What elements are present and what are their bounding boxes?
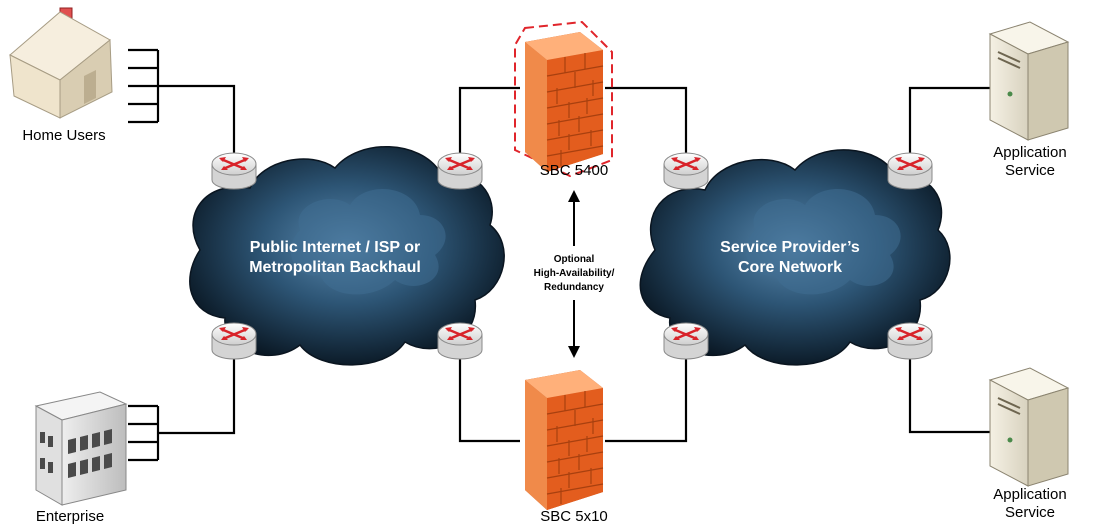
- app-service-bottom-line2: Service: [1004, 504, 1056, 521]
- right-cloud-line1: Service Provider’s: [720, 239, 860, 256]
- right-cloud-line2: Core Network: [737, 259, 843, 276]
- ha-label: Optional High-Availability/ Redundancy: [514, 253, 634, 295]
- ha-label-line3: Redundancy: [543, 282, 604, 293]
- right-cloud-to-server-top: [908, 86, 990, 170]
- ha-label-line2: High-Availability/: [533, 268, 615, 279]
- router-app-bottom-icon: [887, 322, 933, 360]
- enterprise-building-icon: [34, 391, 128, 506]
- router-right-cloud-top-icon: [663, 152, 709, 190]
- enterprise-to-router-line: [158, 340, 236, 435]
- enterprise-port-lines: [128, 404, 160, 462]
- router-left-cloud-top-icon: [437, 152, 483, 190]
- sbc-bottom-to-right-cloud: [605, 345, 688, 443]
- left-cloud-line1: Public Internet / ISP or: [249, 239, 421, 256]
- application-server-bottom-icon: [988, 367, 1070, 487]
- router-left-cloud-bottom-icon: [437, 322, 483, 360]
- right-cloud: [639, 149, 951, 366]
- home-users-house-icon: [9, 7, 113, 119]
- sbc-top-firewall-icon: [525, 32, 604, 172]
- ha-highlight-outline: [514, 20, 613, 178]
- sbc-bottom-label: SBC 5x10: [540, 508, 608, 525]
- right-cloud-label: Service Provider’s Core Network: [680, 238, 900, 278]
- left-cloud-to-sbc-top: [458, 86, 520, 170]
- connection-lines: [128, 48, 990, 462]
- router-app-top-icon: [887, 152, 933, 190]
- left-cloud-line2: Metropolitan Backhaul: [249, 259, 421, 276]
- app-service-bottom-line1: Application: [993, 486, 1067, 503]
- app-service-bottom-label: Application Service: [975, 486, 1085, 522]
- home-users-label: Home Users: [22, 127, 106, 144]
- router-home-icon: [211, 152, 257, 190]
- sbc-bottom-firewall-icon: [525, 370, 604, 510]
- sbc-top-to-right-cloud: [605, 86, 688, 170]
- ha-double-arrow: [568, 190, 580, 358]
- router-right-cloud-bottom-icon: [663, 322, 709, 360]
- left-cloud: [189, 146, 505, 366]
- app-service-top-line2: Service: [1004, 162, 1056, 179]
- app-service-top-label: Application Service: [975, 144, 1085, 180]
- application-server-top-icon: [988, 21, 1070, 141]
- app-service-top-line1: Application: [993, 144, 1067, 161]
- ha-label-line1: Optional: [553, 254, 595, 265]
- sbc-top-label: SBC 5400: [539, 162, 609, 179]
- left-cloud-label: Public Internet / ISP or Metropolitan Ba…: [210, 238, 460, 278]
- routers: [211, 152, 933, 360]
- enterprise-label: Enterprise: [35, 508, 105, 525]
- router-enterprise-icon: [211, 322, 257, 360]
- left-cloud-to-sbc-bottom: [458, 345, 520, 443]
- right-cloud-to-server-bottom: [908, 345, 990, 434]
- home-port-lines: [128, 48, 160, 124]
- home-to-router-line: [158, 84, 236, 170]
